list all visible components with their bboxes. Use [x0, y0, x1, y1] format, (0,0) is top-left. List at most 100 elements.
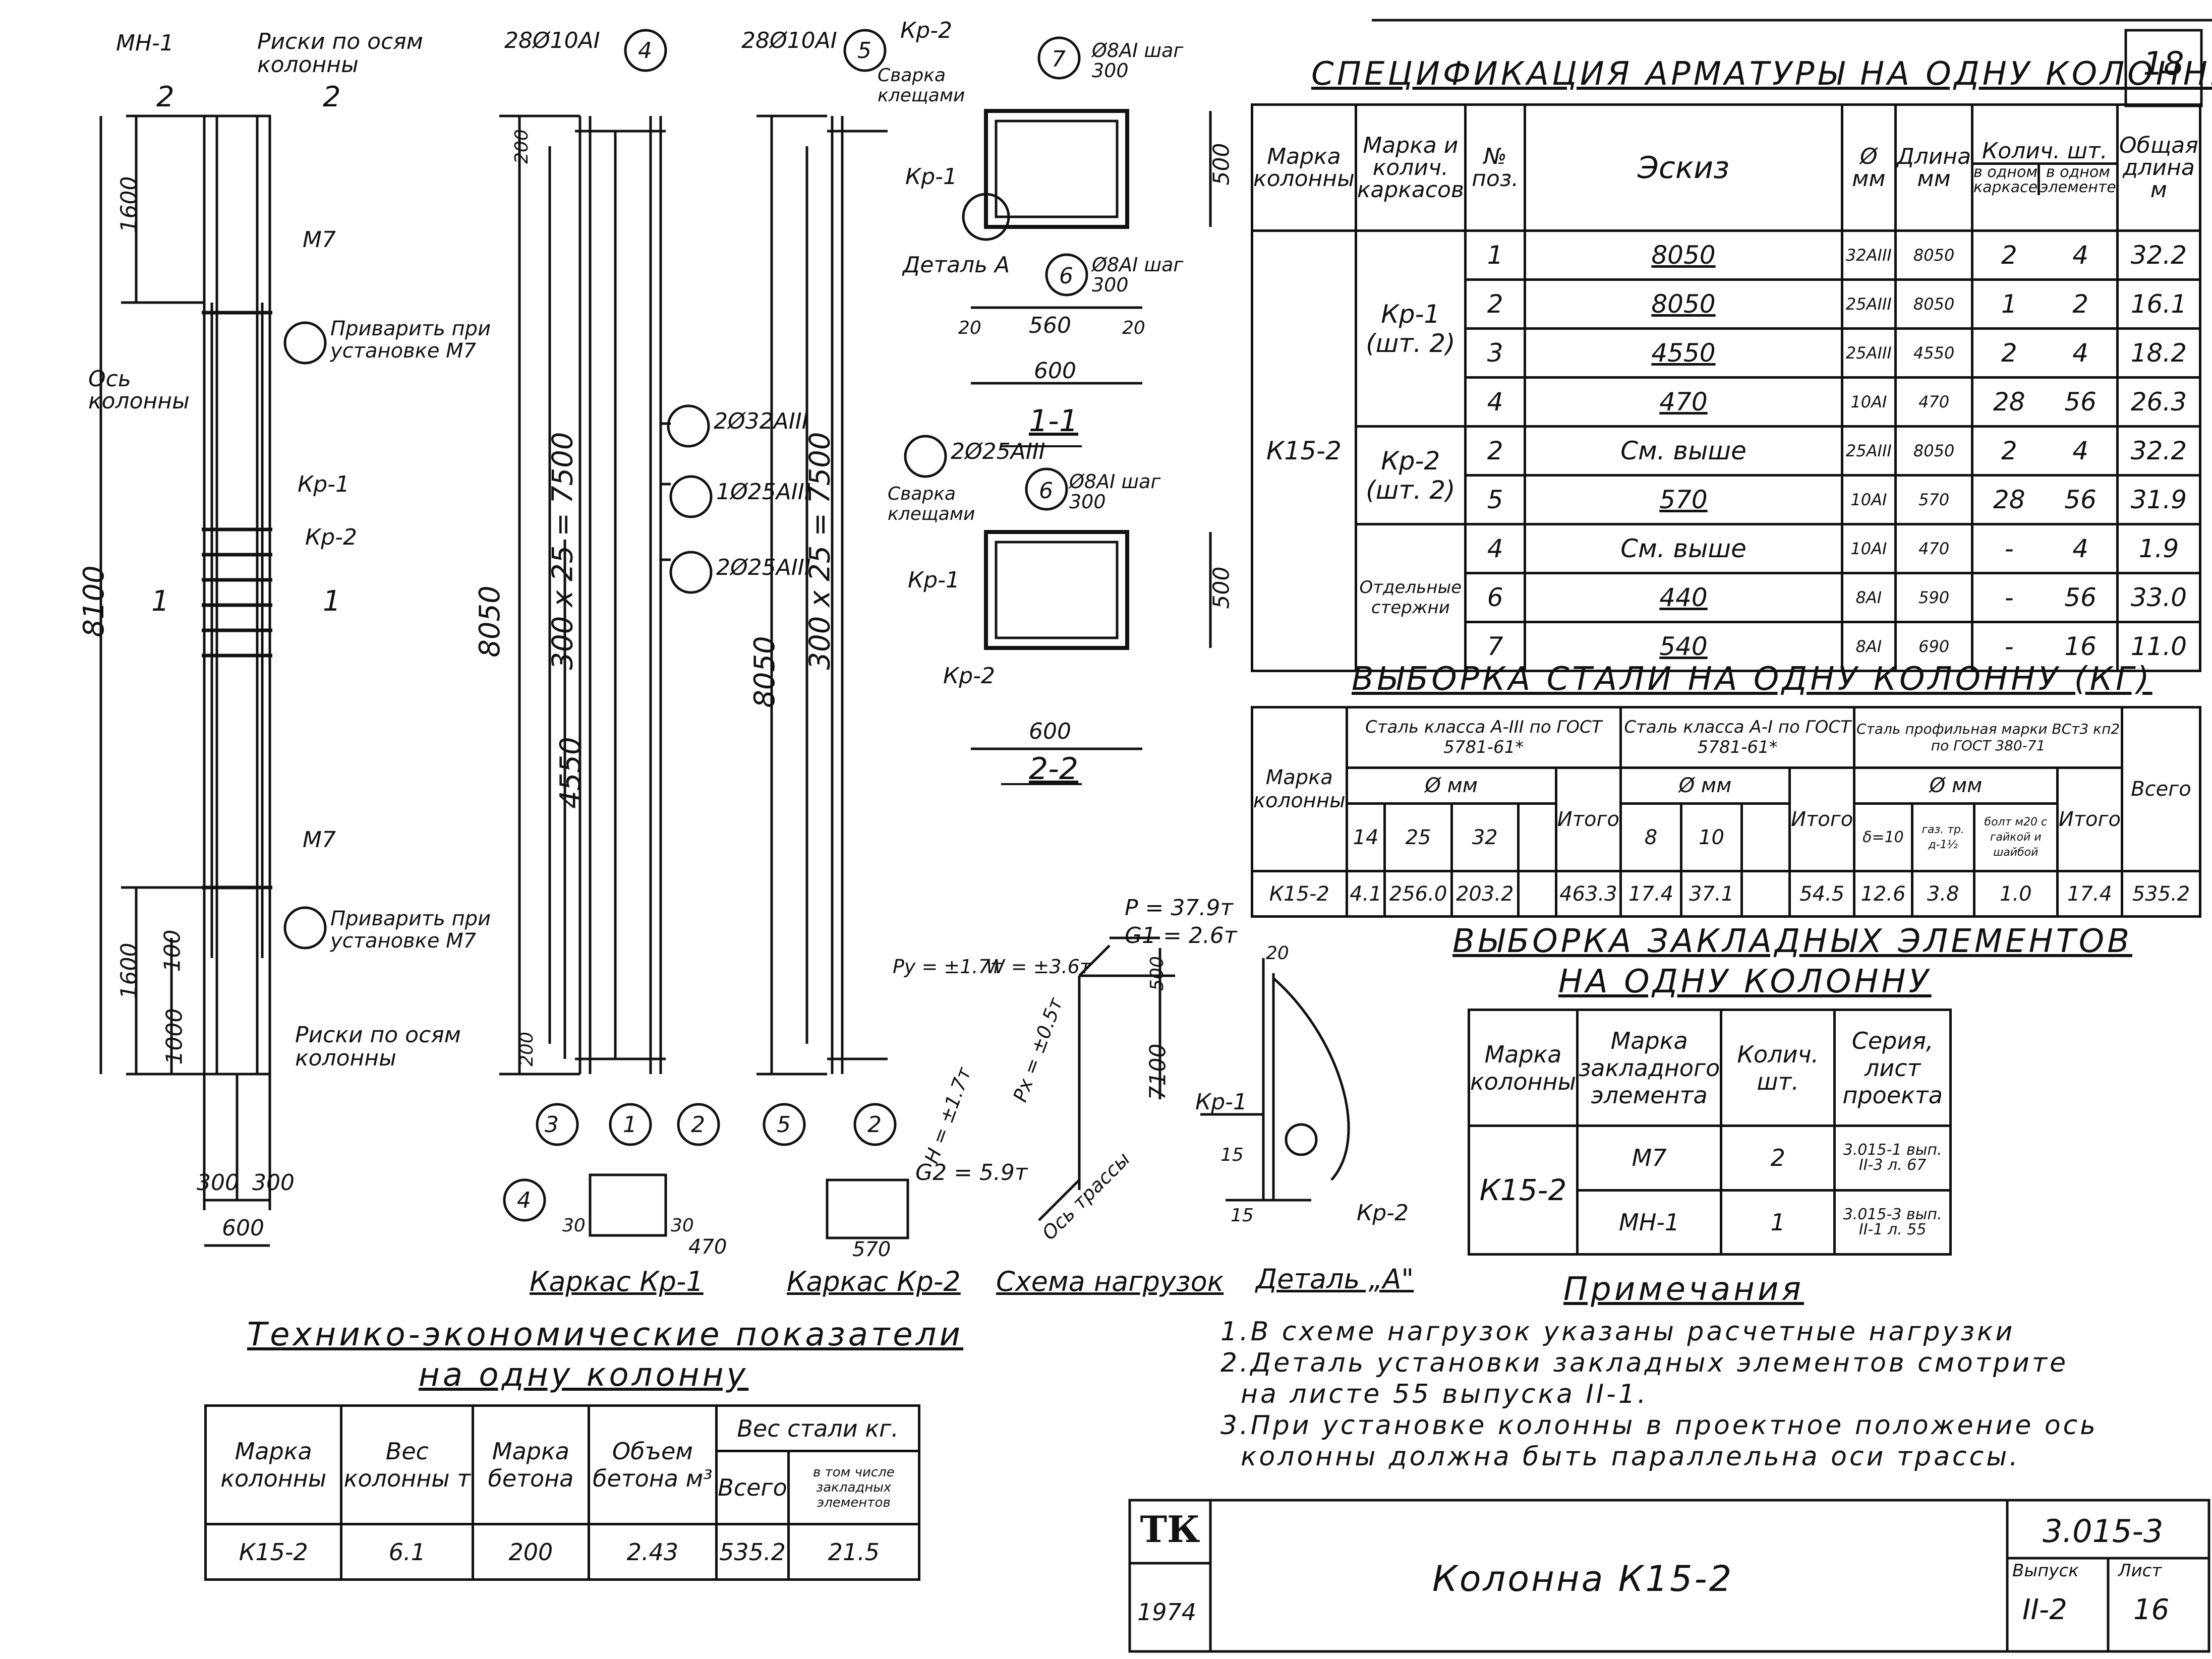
- embedded-title-2: НА ОДНУ КОЛОННУ: [1558, 963, 1932, 1000]
- tech-h-volume: Объем бетона м³: [587, 1404, 718, 1525]
- spec-cell: 5: [1464, 474, 1527, 525]
- load-Py: Py = ±1.7т: [893, 956, 1002, 978]
- dim-4550: 4550: [554, 737, 587, 809]
- spec-cell: 6: [1464, 572, 1527, 623]
- spec-q1: 2: [2001, 338, 2017, 368]
- spec-cell: 26.3: [2116, 376, 2202, 428]
- spec-q1: 1: [2001, 289, 2017, 319]
- spec-cell: 470: [1524, 376, 1843, 428]
- dim-7500-kr1: 300 x 25 = 7500: [546, 432, 579, 670]
- mn1-label: МН-1: [116, 30, 174, 56]
- dim-100: 100: [159, 929, 186, 972]
- spec-q2: 4: [2072, 338, 2088, 368]
- spec-h-total: Общая длина м: [2116, 103, 2202, 232]
- dim-500-b: 500: [1208, 566, 1235, 609]
- spec-q2: 56: [2064, 387, 2097, 417]
- spec-cell: 570: [1894, 474, 1974, 525]
- spec-cell: 570: [1524, 474, 1843, 525]
- load-scheme-title: Схема нагрузок: [996, 1266, 1224, 1297]
- weld-label-bottom: Сварка клещами: [888, 484, 975, 524]
- dim-560: 560: [1029, 313, 1071, 338]
- spec-h-qty-element: в одном элементе: [2040, 163, 2116, 196]
- spec-cell: 8AI: [1840, 621, 1897, 672]
- load-W: W = ±3.6т: [986, 956, 1091, 978]
- tech-row-weight: 6.1: [340, 1523, 475, 1581]
- dim-30-left: 30: [562, 1215, 586, 1236]
- dim-8100: 8100: [77, 565, 110, 637]
- spec-table: Марка колонны Марка и колич. каркасов № …: [1251, 103, 2202, 672]
- emb-qty: 2: [1720, 1124, 1836, 1192]
- tech-title-2: на одну колонну: [419, 1356, 749, 1394]
- callout-1-label: 2Ø32AIII: [714, 408, 808, 434]
- spec-q2: 16: [2064, 632, 2097, 661]
- sheet-number: 18: [2143, 45, 2184, 83]
- steel-h-dia-a1: Ø мм: [1619, 766, 1791, 805]
- spec-cell: 470: [1894, 523, 1974, 574]
- weld-m7-label-top: Приварить при установке М7: [330, 317, 491, 363]
- emb-qty: 1: [1720, 1189, 1836, 1256]
- steel-row-cell: 37.1: [1680, 870, 1743, 918]
- steel-row-empty: [1740, 870, 1791, 918]
- emb-element: М7: [1576, 1124, 1723, 1192]
- spec-q1: 2: [2001, 436, 2017, 465]
- spec-cell: 25AIII: [1840, 425, 1897, 477]
- kr1-detail-label: Кр-1: [1195, 1089, 1248, 1115]
- section-1-left: 1: [151, 585, 169, 618]
- steel-h-empty: [1740, 802, 1791, 872]
- dim-20-right: 20: [1122, 318, 1145, 338]
- spec-cell: 10AI: [1840, 474, 1897, 525]
- dim-1600-top: 1600: [116, 176, 142, 233]
- steel-h-class-a1: Сталь класса А-I по ГОСТ 5781-61*: [1619, 706, 1856, 769]
- dim-8050-kr1: 8050: [473, 585, 506, 658]
- spec-h-frame: Марка и колич. каркасов: [1354, 103, 1467, 232]
- stamp-title: Колонна К15-2: [1432, 1558, 1734, 1599]
- spec-cell: См. выше: [1524, 425, 1843, 477]
- steel-h-a3-dia: 14: [1345, 802, 1386, 872]
- steel-h-empty: [1517, 802, 1557, 872]
- dim-200-top: 200: [511, 129, 532, 164]
- tech-title-1: Технико-экономические показатели: [247, 1316, 964, 1353]
- spec-cell: 8AI: [1840, 572, 1897, 623]
- spec-cell: 8050: [1524, 229, 1843, 281]
- steel-h-total-a1: Итого: [1788, 766, 1856, 873]
- dim-500-a: 500: [1208, 143, 1235, 186]
- stamp-issue-label: Выпуск: [2012, 1561, 2079, 1581]
- steel-h-total-a3: Итого: [1554, 766, 1622, 873]
- spec-cell: 1.9: [2116, 523, 2202, 574]
- embedded-table: Марка колонны Марка закладного элемента …: [1468, 1009, 1952, 1256]
- load-G1: G1 = 2.6т: [1125, 923, 1237, 949]
- steel-h-mark: Марка колонны: [1251, 706, 1348, 872]
- stamp-logo: ТК: [1140, 1508, 1200, 1551]
- emb-series: 3.015-3 вып. II-1 л. 55: [1833, 1189, 1952, 1256]
- note-2: 2.Деталь установки закладных элементов с…: [1220, 1348, 2069, 1378]
- note-1: 1.В схеме нагрузок указаны расчетные наг…: [1220, 1317, 2015, 1347]
- tech-row-emb: 21.5: [787, 1523, 921, 1581]
- callout-2c-circle: 2: [867, 1112, 882, 1138]
- steel-row-cell: 54.5: [1788, 870, 1856, 918]
- spec-h-length: Длина мм: [1894, 103, 1974, 232]
- bars-4-label: 28Ø10AI: [504, 28, 600, 53]
- emb-series: 3.015-1 вып. II-3 л. 67: [1833, 1124, 1952, 1192]
- emb-h-qty: Колич. шт.: [1720, 1009, 1836, 1127]
- spec-cell: 590: [1894, 572, 1974, 623]
- weld-m7-label-bottom: Приварить при установке М7: [330, 907, 491, 953]
- spec-frame-2: Кр-2 (шт. 2): [1354, 425, 1467, 525]
- callout-7: 7: [1052, 46, 1066, 72]
- steel-h-a1-dia: 8: [1619, 802, 1683, 872]
- section-2-right: 2: [323, 81, 341, 113]
- dim-600-sec22: 600: [1029, 719, 1071, 744]
- steel-h-dia-a3: Ø мм: [1345, 766, 1557, 805]
- detail-a-label: Деталь А: [903, 252, 1010, 278]
- tech-row-volume: 2.43: [587, 1523, 718, 1581]
- tech-h-concrete: Марка бетона: [472, 1404, 590, 1525]
- spec-h-col-mark: Марка колонны: [1251, 103, 1357, 232]
- spec-cell: 3: [1464, 327, 1527, 379]
- spec-q1: 28: [1993, 387, 2025, 417]
- steel-table: Марка колонны Сталь класса А-III по ГОСТ…: [1251, 706, 2201, 918]
- tech-h-steel: Вес стали кг.: [715, 1404, 920, 1453]
- dim-570: 570: [852, 1238, 891, 1261]
- spec-h-sketch: Эскиз: [1524, 103, 1843, 232]
